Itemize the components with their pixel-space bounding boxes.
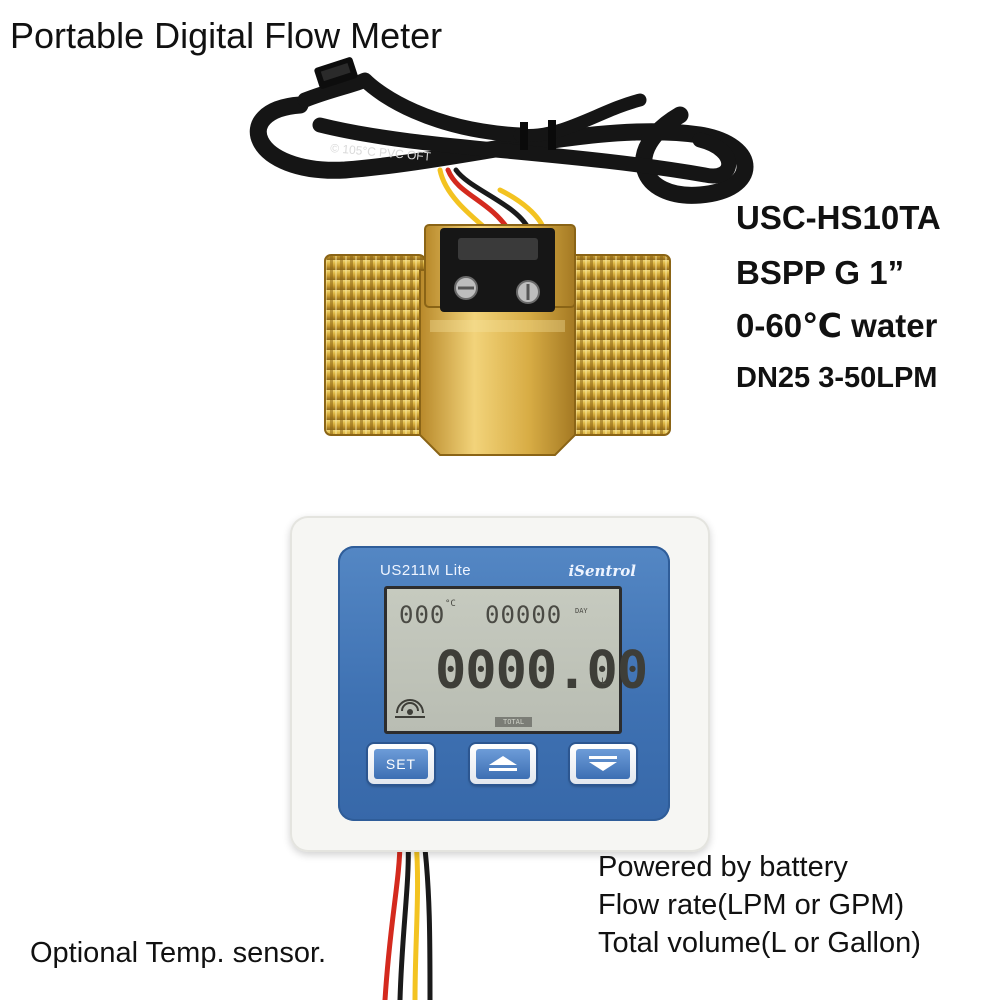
signal-icon bbox=[395, 699, 425, 718]
feature-flow-rate: Flow rate(LPM or GPM) bbox=[598, 889, 905, 921]
feature-list: Powered by battery Flow rate(LPM or GPM)… bbox=[598, 848, 921, 962]
sensor-wires bbox=[437, 167, 548, 235]
spec-model: USC-HS10TA bbox=[736, 199, 941, 236]
button-row: SET bbox=[368, 744, 640, 788]
lcd-screen: 000 °C 00000 DAY 0000.00 L TOTAL bbox=[384, 586, 648, 734]
feature-battery: Powered by battery bbox=[598, 851, 848, 883]
sensor-cable bbox=[249, 72, 754, 204]
set-button[interactable]: SET bbox=[368, 744, 434, 784]
sensor-specs: USC-HS10TA BSPP G 1” 0-60℃ water DN25 3-… bbox=[736, 196, 941, 400]
lcd-days-unit: DAY bbox=[575, 607, 588, 615]
lcd-temperature: 000 bbox=[399, 601, 446, 629]
up-button[interactable] bbox=[470, 744, 536, 784]
model-label: US211M Lite bbox=[380, 562, 472, 579]
display-wires bbox=[382, 840, 433, 1000]
lcd-days: 00000 bbox=[485, 601, 563, 629]
triangle-up-icon bbox=[489, 756, 517, 771]
triangle-down-icon bbox=[589, 756, 617, 771]
temp-sensor-note: Optional Temp. sensor. bbox=[30, 937, 327, 969]
spec-range: DN25 3-50LPM bbox=[736, 362, 938, 394]
lcd-main-unit: L bbox=[601, 677, 607, 687]
spec-temperature: 0-60℃ water bbox=[736, 307, 938, 344]
spec-thread: BSPP G 1” bbox=[736, 254, 905, 291]
feature-total-volume: Total volume(L or Gallon) bbox=[598, 927, 921, 959]
display-panel: US211M Lite iSentrol 000 °C 00000 DAY 00… bbox=[338, 546, 670, 821]
down-button[interactable] bbox=[570, 744, 636, 784]
lcd-temperature-unit: °C bbox=[445, 599, 456, 609]
lcd-total-label: TOTAL bbox=[495, 717, 533, 727]
display-unit: US211M Lite iSentrol 000 °C 00000 DAY 00… bbox=[290, 516, 710, 852]
set-button-label: SET bbox=[374, 749, 428, 779]
lcd-main-value: 0000.00 bbox=[435, 641, 648, 701]
page-title: Portable Digital Flow Meter bbox=[10, 15, 443, 56]
flow-sensor-image: © 105°C PVC OFT bbox=[249, 57, 754, 456]
brand-label: iSentrol bbox=[568, 562, 636, 580]
